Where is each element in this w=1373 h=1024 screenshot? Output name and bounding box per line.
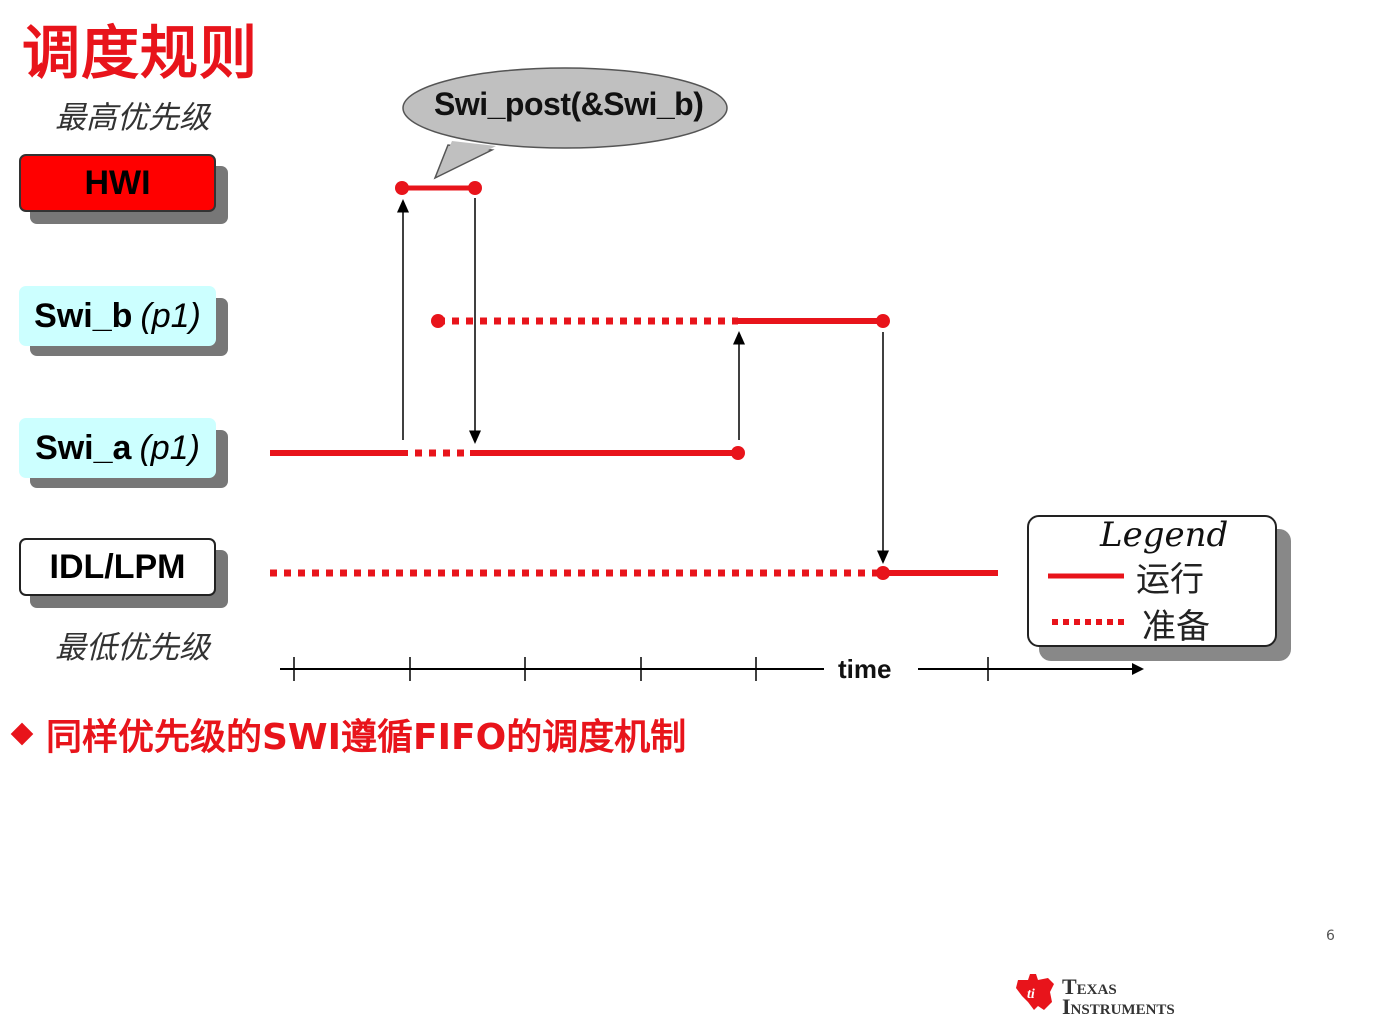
swi-b-label: Swi_b: [34, 296, 133, 335]
bullet-point: 同样优先级的SWI遵循FIFO的调度机制: [10, 708, 687, 760]
highest-priority-label: 最高优先级: [55, 100, 210, 136]
legend-ready-label: 准备: [1142, 607, 1210, 647]
time-axis-label: time: [838, 654, 892, 684]
swi-a-label: Swi_a: [35, 428, 132, 467]
swi-b-end-dot: [876, 314, 890, 328]
swi-a-end-dot: [731, 446, 745, 460]
swi-b-post-dot: [431, 314, 445, 328]
callout-bubble: [402, 67, 728, 180]
swi-b-param: (p1): [140, 296, 201, 335]
callout-text: Swi_post(&Swi_b): [434, 86, 704, 122]
page-number: 6: [1326, 928, 1335, 944]
svg-text:ti: ti: [1027, 987, 1035, 1002]
hwi-start-dot: [395, 181, 409, 195]
legend-swatches: [1048, 573, 1126, 625]
hwi-label: HWI: [84, 163, 151, 202]
idl-task-box: IDL/LPM: [19, 538, 216, 596]
ti-logo-text: Texas Instruments: [1062, 974, 1175, 1019]
bullet-diamond-icon: [10, 722, 34, 746]
swi-b-task-box: Swi_b(p1): [19, 286, 216, 346]
ti-logo-icon: ti: [1016, 974, 1054, 1010]
swi-a-param: (p1): [139, 428, 200, 467]
idl-label: IDL/LPM: [49, 547, 186, 586]
bullet-text: 同样优先级的SWI遵循FIFO的调度机制: [46, 717, 687, 758]
hwi-end-dot: [468, 181, 482, 195]
page-title: 调度规则: [22, 19, 259, 87]
legend-title: Legend: [1100, 515, 1229, 555]
idl-start-dot: [876, 566, 890, 580]
hwi-task-box: HWI: [19, 154, 216, 212]
legend-running-label: 运行: [1136, 560, 1204, 600]
lowest-priority-label: 最低优先级: [55, 630, 210, 666]
time-axis-arrowhead: [1132, 663, 1144, 675]
swi-a-task-box: Swi_a(p1): [19, 418, 216, 478]
